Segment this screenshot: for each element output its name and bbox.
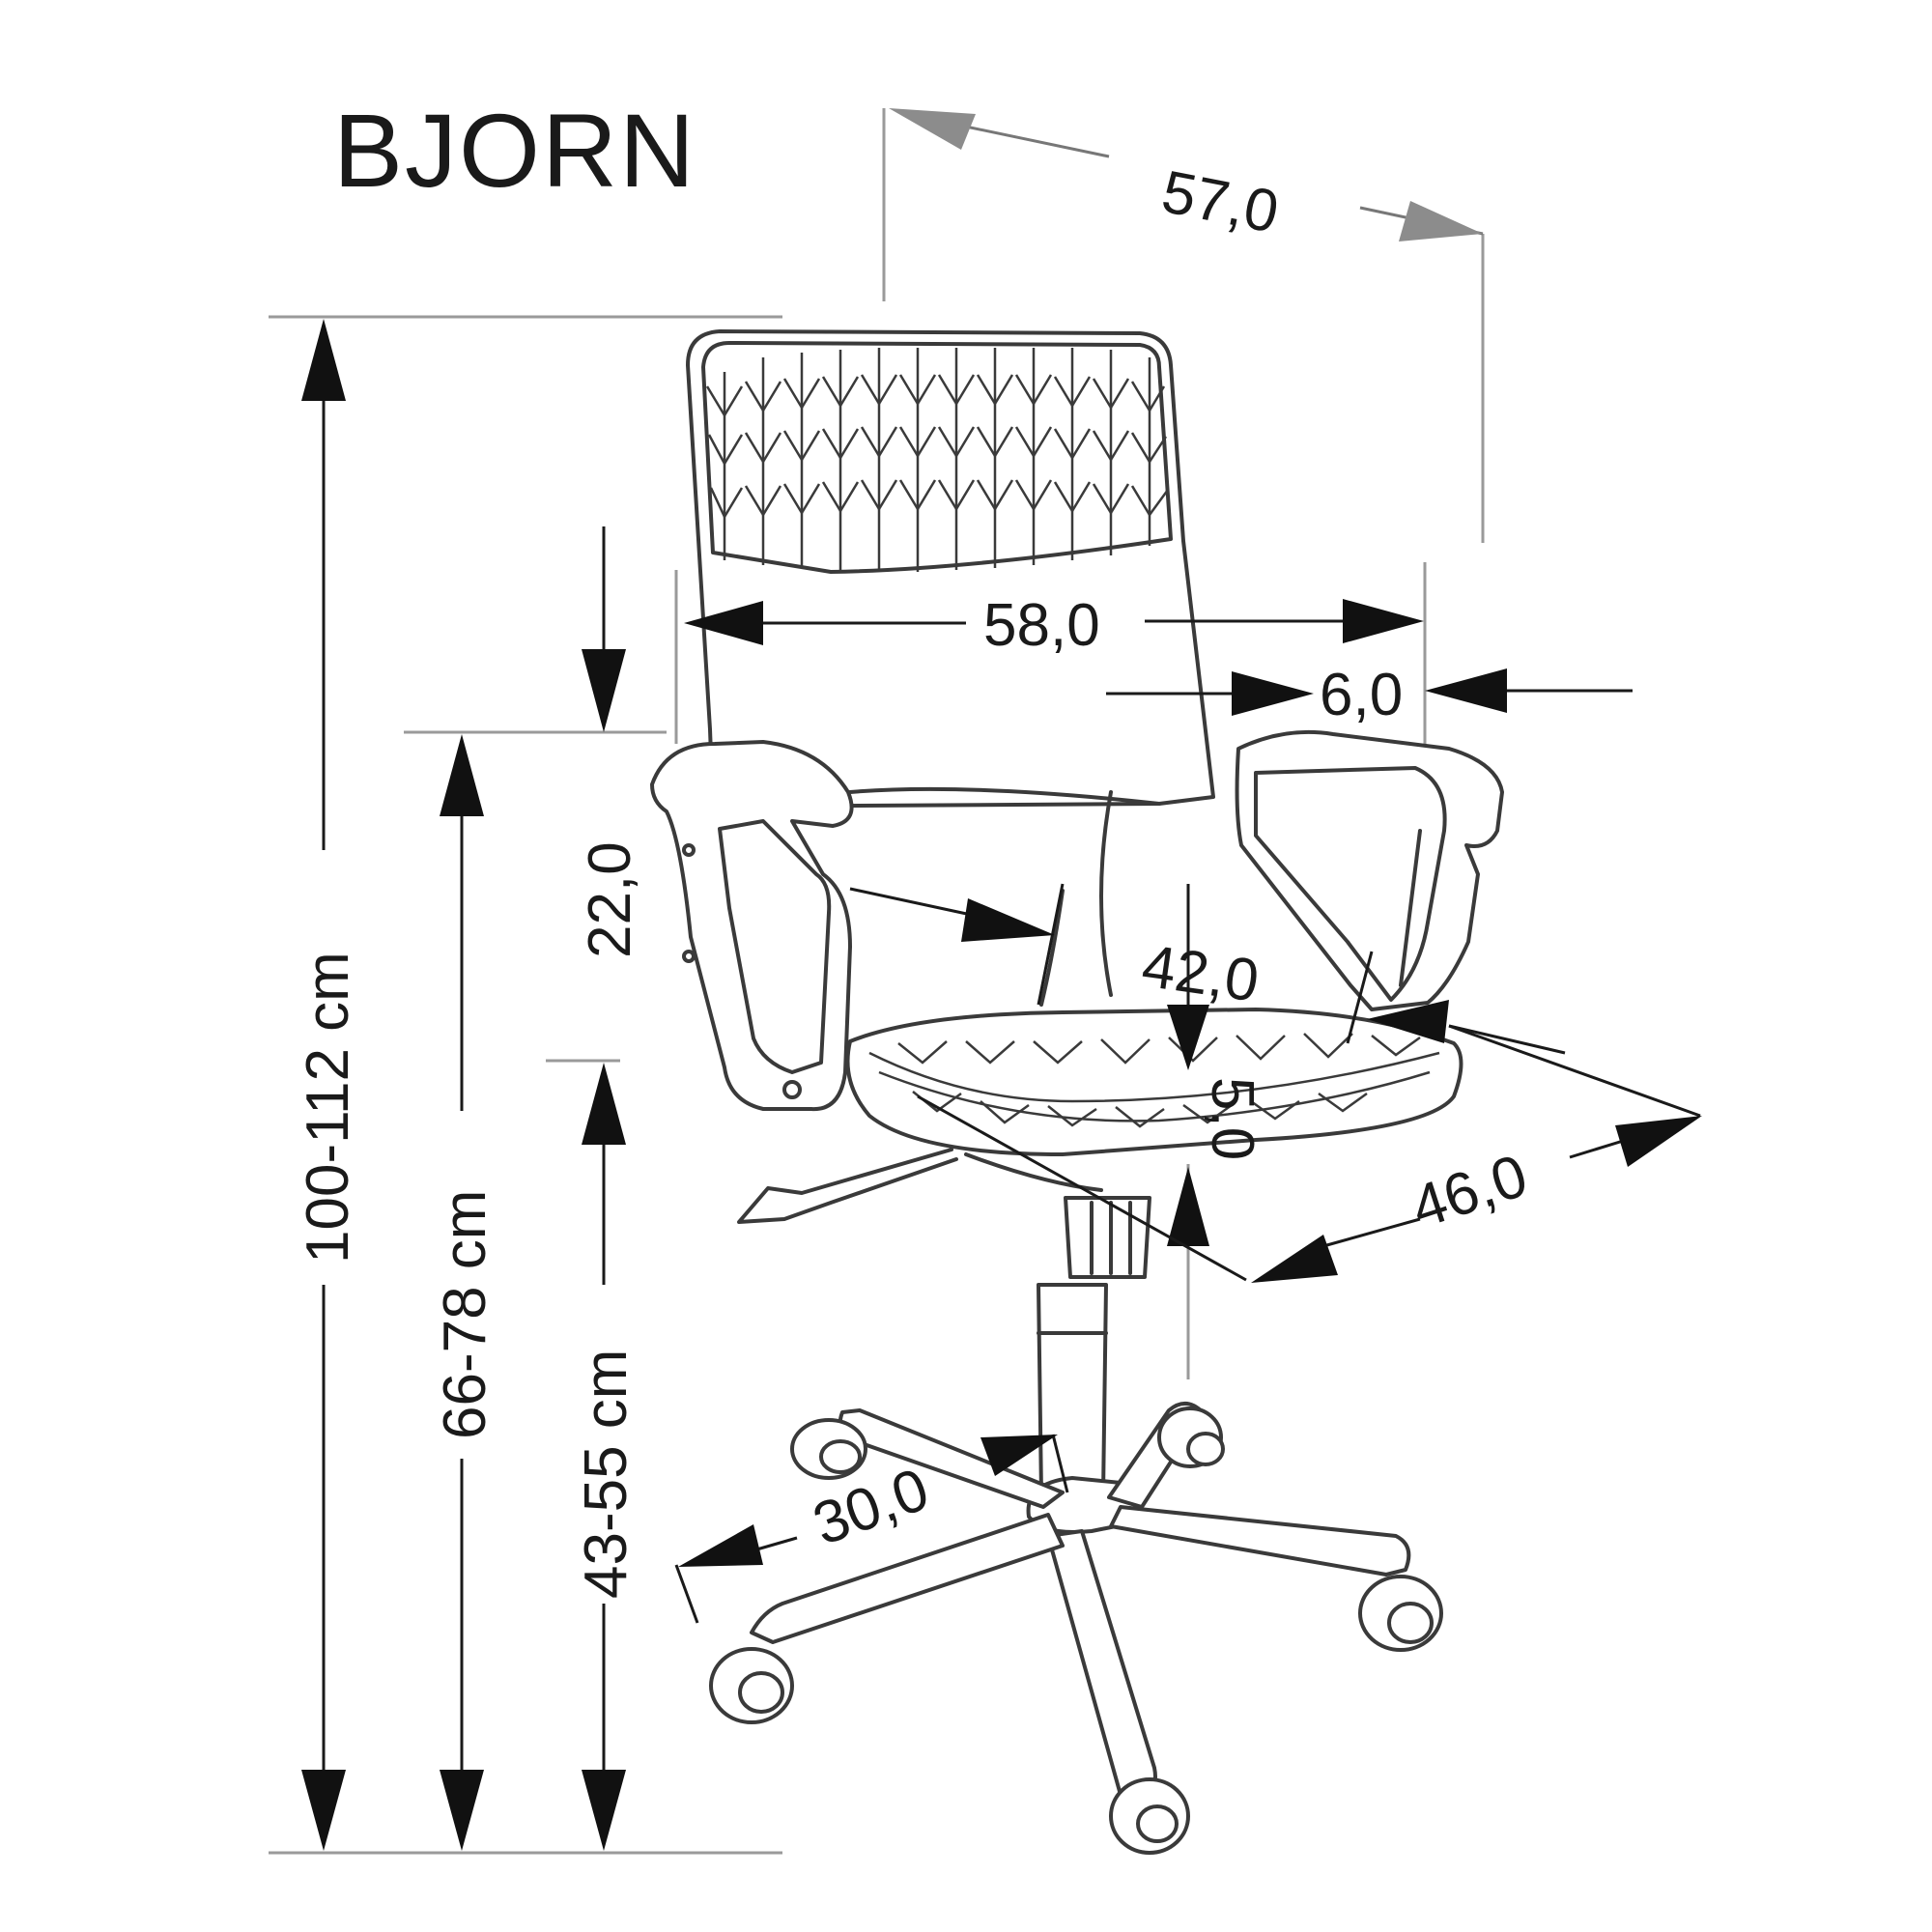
dim-label-width-top: 57,0 (1156, 158, 1284, 246)
arrow-right (980, 1435, 1058, 1476)
arrow-up (440, 734, 484, 816)
arrow-down (1167, 1005, 1209, 1070)
dim-label-armrest-height: 22,0 (577, 841, 643, 958)
dim-total-height: 100-112 cm (295, 319, 361, 1851)
arrow-up (1167, 1167, 1209, 1246)
dim-label-seat-depth: 46,0 (1404, 1142, 1535, 1241)
dim-seat-height: 43-55 cm (573, 1063, 639, 1851)
arrow-right-grey (1399, 201, 1483, 242)
dim-armrest-floor-height: 66-78 cm (432, 734, 498, 1851)
arrow-left (678, 1524, 763, 1567)
dim-label-armrest-floor-height: 66-78 cm (432, 1190, 498, 1439)
arrow-right (961, 898, 1055, 942)
dim-label-total-height: 100-112 cm (295, 952, 361, 1264)
arrow-up (582, 1063, 626, 1145)
guide-lines (269, 108, 1485, 1855)
chair-illustration (650, 329, 1504, 1855)
backrest-pattern-panel (701, 341, 1173, 574)
dim-armrest-height: 22,0 (577, 526, 643, 958)
arrow-down (301, 1770, 346, 1851)
seat-knit-pattern (868, 1033, 1440, 1128)
arrow-left (684, 601, 763, 645)
arrow-left (1251, 1235, 1338, 1283)
dim-label-armrest-thickness: 6,0 (1320, 662, 1403, 728)
arrow-left-grey (889, 108, 976, 150)
arrow-left (1425, 668, 1507, 713)
gas-lift-column (1037, 1283, 1108, 1497)
right-armrest (1235, 729, 1504, 1011)
arrow-right (1615, 1116, 1702, 1167)
dim-armrest-width: 58,0 (684, 592, 1424, 659)
left-armrest (650, 740, 854, 1112)
dim-width-top: 57,0 (889, 108, 1484, 246)
dim-label-seat-height: 43-55 cm (573, 1350, 639, 1599)
arrow-right (1343, 599, 1424, 643)
dim-label-seat-thickness: 5,0 (1199, 1077, 1265, 1160)
product-title: BJORN (333, 92, 696, 209)
arrow-down (582, 1770, 626, 1851)
caster-wheels (709, 1406, 1443, 1855)
dim-label-armrest-width: 58,0 (983, 592, 1100, 659)
dim-seat-width: 42,0 (849, 883, 1566, 1055)
dim-armrest-thickness: 6,0 (1106, 662, 1633, 728)
arrow-left (1367, 1000, 1449, 1043)
dim-label-seat-width: 42,0 (1138, 933, 1263, 1015)
arrow-right (1232, 671, 1314, 716)
height-lever (737, 1148, 958, 1224)
arrow-down (440, 1770, 484, 1851)
arrow-down (582, 649, 626, 732)
backrest-knit-pattern (705, 348, 1170, 572)
arrow-up (301, 319, 346, 401)
dim-seat-thickness: 5,0 (1167, 884, 1265, 1246)
gas-lift-housing (1064, 1196, 1151, 1279)
